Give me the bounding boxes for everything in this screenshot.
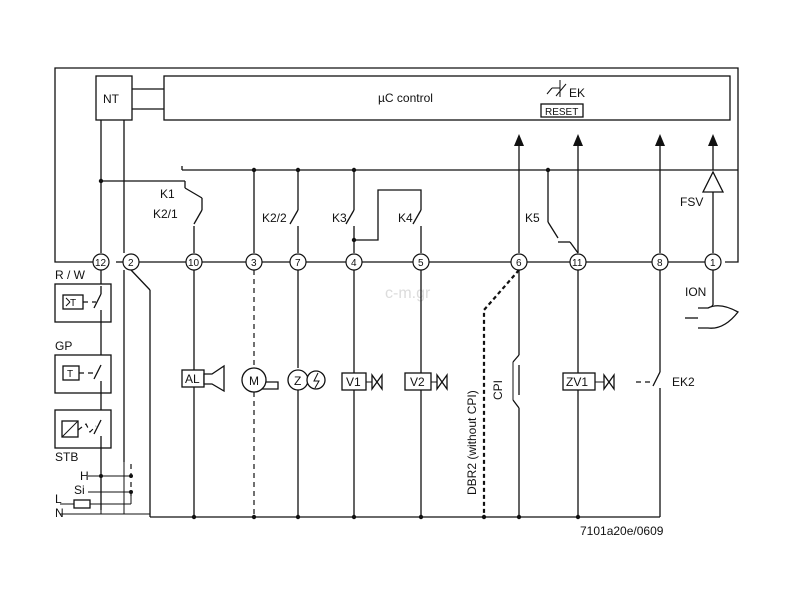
dbr2-label: DBR2 (without CPI) — [465, 390, 479, 495]
terminal-strip: 12 2 10 3 7 4 5 6 11 8 1 — [92, 253, 722, 271]
stb-link — [77, 423, 97, 434]
fsv-amplifier — [701, 170, 725, 193]
v2-valve-icon — [436, 372, 448, 392]
junction — [191, 514, 197, 520]
cpi-label: CPI — [491, 380, 505, 400]
terminal-5-label: 5 — [418, 258, 424, 269]
k21-contact — [193, 209, 203, 225]
k22-label: K2/2 — [262, 211, 287, 225]
ek2-label: EK2 — [672, 375, 695, 389]
uc-control-box — [163, 75, 731, 121]
terminal-6-label: 6 — [516, 258, 522, 269]
h-label: H — [80, 469, 89, 483]
k1-label: K1 — [160, 187, 175, 201]
arrow-up — [708, 134, 718, 146]
junction — [351, 514, 357, 520]
wire-2-out — [130, 269, 151, 291]
ion-label: ION — [685, 285, 706, 299]
terminal-1-label: 1 — [710, 258, 716, 269]
k22-contact — [289, 209, 299, 225]
junction — [99, 474, 103, 478]
al-horn-icon — [203, 364, 225, 393]
k5-label: K5 — [525, 211, 540, 225]
stb-label: STB — [55, 450, 78, 464]
terminal-4-label: 4 — [351, 258, 357, 269]
dbr2-bridge — [482, 269, 520, 517]
terminal-2-label: 2 — [128, 258, 134, 269]
junction — [295, 167, 301, 173]
junction — [295, 514, 301, 520]
k5-contact — [547, 221, 559, 239]
drawing-code: 7101a20e/0609 — [580, 524, 664, 538]
k4-contact — [412, 209, 422, 225]
zv1-label: ZV1 — [566, 375, 588, 389]
ek-switch — [546, 87, 553, 95]
junction — [351, 167, 357, 173]
junction — [575, 514, 581, 520]
terminal-8-label: 8 — [657, 258, 663, 269]
si-fuse — [73, 499, 91, 509]
spark-bolt — [313, 372, 320, 389]
k3-label: K3 — [332, 211, 347, 225]
terminal-10-label: 10 — [188, 258, 200, 269]
junction — [418, 514, 424, 520]
gp-label: GP — [55, 339, 72, 353]
v2-label: V2 — [410, 375, 425, 389]
terminal-3-label: 3 — [251, 258, 257, 269]
junction — [516, 514, 522, 520]
m-label: M — [249, 374, 259, 388]
rw-sensor-mark — [65, 301, 71, 307]
junction — [251, 167, 257, 173]
terminal-12-label: 12 — [95, 258, 107, 269]
rw-sensor-mark — [65, 297, 71, 303]
v1-valve-icon — [371, 372, 383, 392]
al-label: AL — [185, 372, 200, 386]
ek2-contact — [652, 371, 661, 387]
terminal-7-label: 7 — [295, 258, 301, 269]
si-label: Si — [74, 483, 85, 497]
ek-switch — [555, 83, 567, 97]
arrow-up — [573, 134, 583, 146]
zv1-valve-icon — [603, 372, 615, 392]
spark-icon — [306, 370, 326, 390]
nt-power-supply — [95, 75, 133, 121]
k4-label: K4 — [398, 211, 413, 225]
k5-link — [569, 241, 579, 254]
arrow-up — [514, 134, 524, 146]
k1-contact — [184, 187, 203, 199]
arrow-up — [655, 134, 665, 146]
terminal-11-label: 11 — [572, 258, 583, 269]
nt-label: NT — [103, 92, 120, 106]
v1-label: V1 — [346, 375, 361, 389]
fsv-label: FSV — [680, 195, 703, 209]
junction — [251, 514, 257, 520]
watermark: c-m.gr — [385, 285, 431, 302]
gp-t-label: T — [67, 369, 73, 380]
gp-contact — [93, 364, 102, 380]
cpi-contact — [512, 354, 520, 517]
junction — [98, 178, 104, 184]
reset-button — [540, 103, 584, 118]
rw-contact — [93, 293, 102, 309]
reset-label: RESET — [545, 107, 578, 118]
stb-contact — [93, 419, 102, 435]
motor-housing — [262, 381, 279, 390]
k3-contact — [345, 209, 355, 225]
junction — [351, 237, 357, 243]
k4-feed — [354, 189, 422, 241]
junction — [545, 167, 551, 173]
junction — [481, 514, 487, 520]
k21-label: K2/1 — [153, 207, 178, 221]
enclosure-frame — [54, 67, 739, 263]
ion-flame-icon — [698, 305, 739, 329]
z-label: Z — [294, 374, 301, 388]
stb-sensor-mark — [61, 420, 79, 438]
rw-t-label: T — [70, 298, 76, 309]
l-label: L — [55, 492, 62, 506]
ek-label: EK — [569, 86, 585, 100]
uc-control-label: µC control — [378, 91, 433, 105]
n-label: N — [55, 506, 64, 520]
rw-label: R / W — [55, 268, 86, 282]
